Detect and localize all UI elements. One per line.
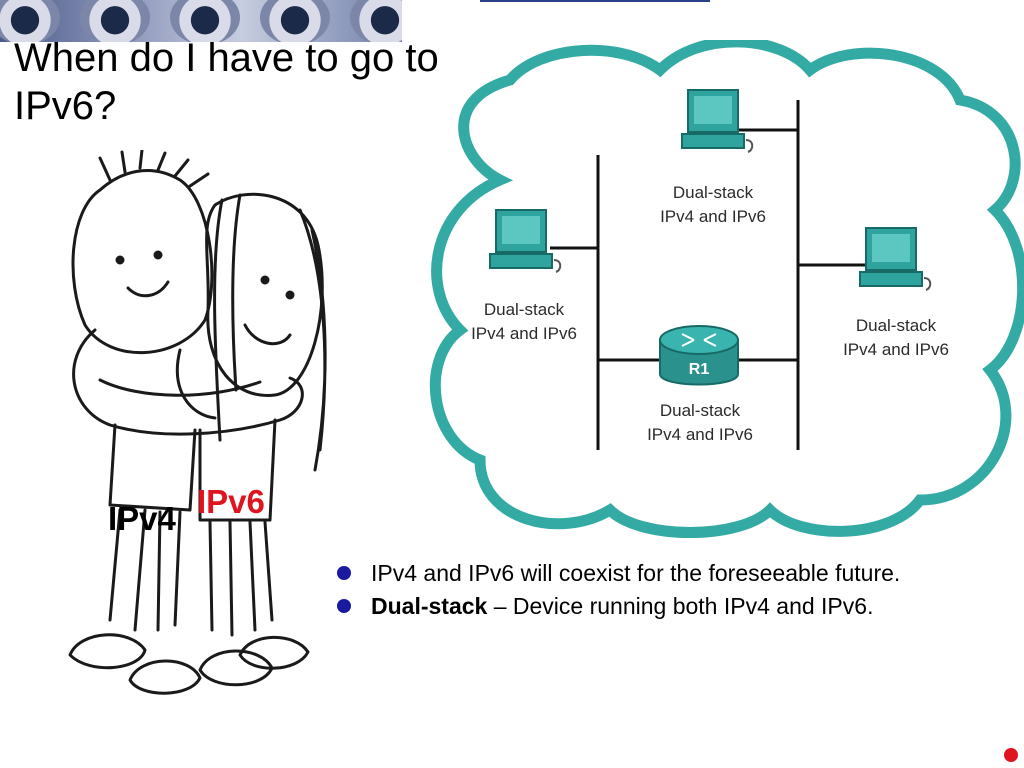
router-icon: R1: [659, 325, 739, 386]
bullet-item: Dual-stack – Device running both IPv4 an…: [335, 593, 1005, 620]
cloud-outline: [429, 40, 1024, 538]
pc-icon: [859, 227, 932, 291]
bullet-text: – Device running both IPv4 and IPv6.: [487, 593, 874, 619]
bullet-bold: Dual-stack: [371, 593, 488, 619]
slide-title: When do I have to go to IPv6?: [14, 36, 439, 128]
header-banner-image: [0, 0, 402, 42]
pc-icon: [681, 89, 754, 153]
bullet-text: IPv4 and IPv6 will coexist for the fores…: [371, 560, 901, 586]
hugging-figures-sketch: [68, 150, 327, 695]
router-r1-label: R1: [689, 361, 710, 378]
bullet-dot-icon: [337, 599, 351, 613]
ipv6-label: IPv6: [197, 483, 265, 520]
bullet-item: IPv4 and IPv6 will coexist for the fores…: [335, 560, 1005, 587]
bullet-list: IPv4 and IPv6 will coexist for the fores…: [335, 560, 1005, 626]
bullet-dot-icon: [337, 566, 351, 580]
dual-stack-network-diagram: R1: [429, 40, 1024, 538]
corner-dot-icon: [1004, 748, 1018, 762]
header-rule: [480, 0, 710, 2]
ipv4-label: IPv4: [108, 500, 176, 537]
pc-icon: [489, 209, 562, 273]
